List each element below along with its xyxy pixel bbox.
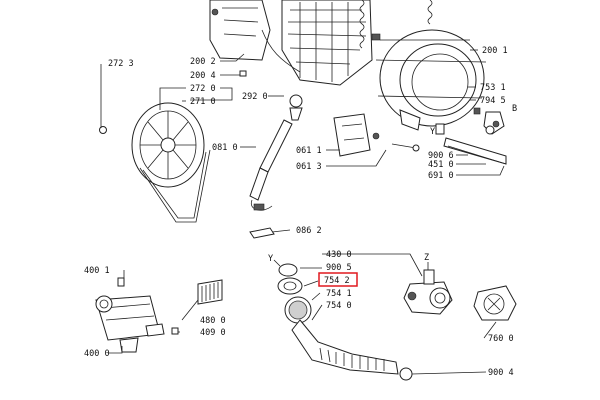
drum-basket-part — [261, 0, 373, 86]
label-754-0: 754 0 — [326, 301, 352, 311]
heater-part — [435, 123, 507, 165]
tub-front-part — [371, 29, 487, 131]
pump-housing-part — [403, 269, 453, 315]
label-081-0: 081 0 — [212, 143, 238, 153]
label-480-0: 480 0 — [200, 316, 226, 326]
label-430-0: 430 0 — [326, 250, 352, 260]
filter-cap-part — [473, 285, 517, 321]
leader-lines — [100, 49, 505, 375]
clamp-part-3 — [171, 327, 179, 335]
ball-part — [284, 296, 312, 324]
label-409-0: 409 0 — [200, 328, 226, 338]
label-900-5: 900 5 — [326, 263, 352, 273]
shock-absorber-part — [249, 94, 303, 211]
belt-part — [139, 149, 211, 223]
label-900-6: 900 6 — [428, 151, 454, 161]
label-292-0: 292 0 — [242, 92, 268, 102]
drain-hose-part — [291, 319, 413, 381]
pulley-part — [131, 102, 205, 188]
label-200-1: 200 1 — [482, 46, 508, 56]
label-794-5: 794 5 — [480, 96, 506, 106]
filter-part — [197, 279, 223, 305]
spring-part — [359, 0, 433, 49]
drain-pump-part — [95, 295, 165, 353]
clip-part — [249, 227, 275, 239]
screw-part-2 — [117, 277, 125, 287]
label-086-2: 086 2 — [296, 226, 322, 236]
label-400-1: 400 1 — [84, 266, 110, 276]
label-y-top: Y — [430, 127, 435, 137]
label-200-2: 200 2 — [190, 57, 216, 67]
label-b: B — [512, 104, 517, 114]
label-451-0: 451 0 — [428, 160, 454, 170]
label-272-0: 272 0 — [190, 84, 216, 94]
bracket-part — [333, 113, 380, 157]
label-754-2: 754 2 — [324, 276, 350, 286]
label-691-0: 691 0 — [428, 171, 454, 181]
drum-tub-part — [209, 0, 271, 61]
label-271-0: 271 0 — [190, 97, 216, 107]
screw-part — [239, 70, 247, 77]
label-754-1: 754 1 — [326, 289, 352, 299]
label-400-0: 400 0 — [84, 349, 110, 359]
nut-part — [99, 126, 107, 134]
label-y-bottom: Y — [268, 254, 273, 264]
label-z: Z — [424, 253, 429, 263]
label-900-4: 900 4 — [488, 368, 514, 378]
label-061-1: 061 1 — [296, 146, 322, 156]
label-200-4: 200 4 — [190, 71, 216, 81]
highlight-box — [318, 272, 358, 287]
part-labels: 272 3 200 2 200 4 272 0 271 0 292 0 200 … — [84, 46, 517, 378]
ring-part — [277, 263, 303, 295]
bolt-part — [391, 143, 420, 152]
label-753-1: 753 1 — [480, 83, 506, 93]
label-272-3: 272 3 — [108, 59, 134, 69]
label-061-3: 061 3 — [296, 162, 322, 172]
label-760-0: 760 0 — [488, 334, 514, 344]
